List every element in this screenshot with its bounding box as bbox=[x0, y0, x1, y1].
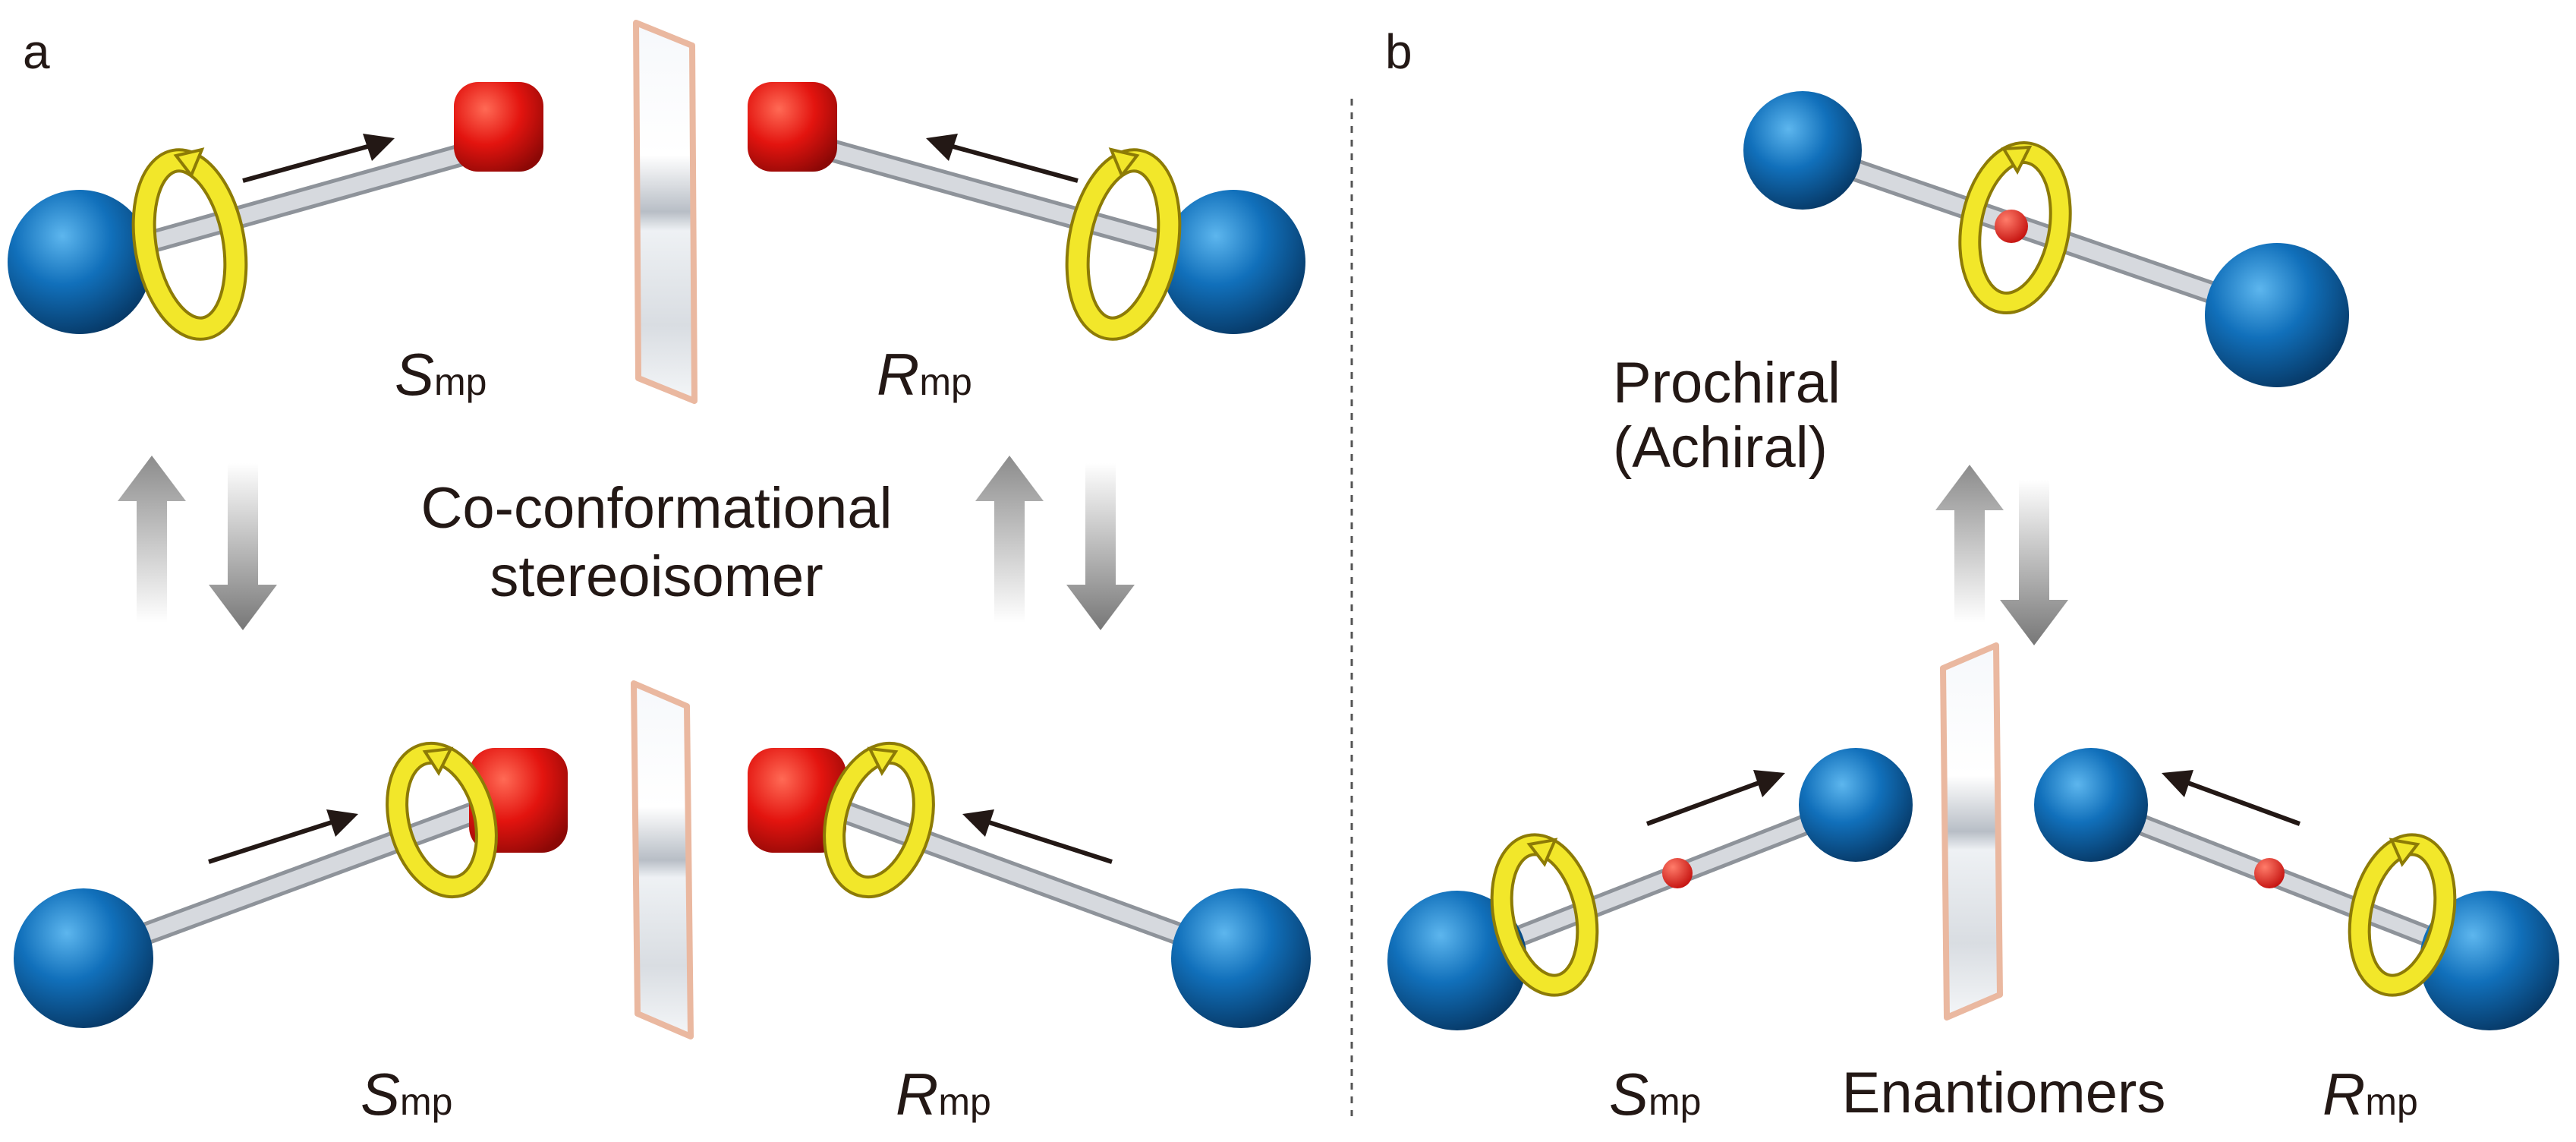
rotaxane-b-left bbox=[1387, 748, 1913, 1030]
ball-stopper bbox=[1171, 888, 1311, 1028]
rotaxane-prochiral bbox=[1743, 91, 2349, 387]
cube-stopper bbox=[454, 82, 543, 172]
ball-stopper bbox=[1799, 748, 1913, 862]
cube-stopper bbox=[748, 748, 846, 853]
ball-stopper bbox=[8, 190, 152, 334]
center-dot bbox=[2254, 858, 2285, 888]
equilibrium-arrows-b bbox=[1935, 465, 2068, 645]
mirror-b bbox=[1940, 642, 2003, 1021]
ball-stopper bbox=[2205, 243, 2349, 387]
ball-stopper bbox=[1387, 891, 1527, 1030]
rotaxane-top-left bbox=[8, 82, 543, 341]
label-stereoisomer: stereoisomer bbox=[490, 544, 823, 609]
ball-stopper bbox=[2420, 891, 2559, 1030]
ball-stopper bbox=[1161, 190, 1305, 334]
rotaxane-top-right bbox=[748, 82, 1305, 341]
label-s-top-left: Smp bbox=[395, 341, 487, 408]
direction-arrow-icon bbox=[962, 809, 1113, 864]
label-enantiomers: Enantiomers bbox=[1842, 1061, 2166, 1125]
label-prochiral: Prochiral bbox=[1613, 351, 1841, 415]
ring-icon bbox=[823, 741, 935, 899]
panel-b-letter: b bbox=[1385, 24, 1412, 79]
rotaxane-bottom-left bbox=[14, 741, 568, 1028]
label-r-bottom-right: Rmp bbox=[896, 1061, 991, 1128]
ring-icon bbox=[386, 741, 498, 899]
ring-icon bbox=[1065, 147, 1182, 341]
panel-a-letter: a bbox=[23, 24, 50, 79]
direction-arrow-icon bbox=[208, 809, 358, 864]
ring-icon bbox=[2348, 833, 2457, 997]
label-achiral: (Achiral) bbox=[1613, 415, 1828, 480]
label-r-top-right: Rmp bbox=[877, 341, 972, 408]
label-s-bottom-left: Smp bbox=[361, 1061, 453, 1128]
cube-stopper bbox=[748, 82, 837, 172]
rotaxane-bottom-right bbox=[748, 741, 1311, 1028]
direction-arrow-icon bbox=[242, 134, 395, 183]
direction-arrow-icon bbox=[2162, 770, 2301, 826]
mirror-bottom-a bbox=[631, 680, 694, 1039]
ball-stopper bbox=[14, 888, 153, 1028]
ball-stopper bbox=[2034, 748, 2148, 862]
equilibrium-arrows-left bbox=[118, 456, 277, 630]
label-co-conformational: Co-conformational bbox=[421, 476, 893, 541]
direction-arrow-icon bbox=[926, 134, 1079, 183]
equilibrium-arrows-right bbox=[975, 456, 1135, 630]
ring-icon bbox=[131, 147, 248, 341]
ring-icon bbox=[1490, 833, 1599, 997]
ball-stopper bbox=[1743, 91, 1862, 210]
center-dot bbox=[1662, 858, 1693, 888]
mirror-top-a bbox=[633, 20, 698, 404]
center-dot bbox=[1995, 210, 2028, 243]
label-s-b: Smp bbox=[1609, 1061, 1702, 1128]
label-r-b: Rmp bbox=[2322, 1061, 2418, 1128]
ring-icon bbox=[1958, 141, 2072, 314]
rotaxane-b-right bbox=[2034, 748, 2559, 1030]
direction-arrow-icon bbox=[1645, 770, 1785, 826]
